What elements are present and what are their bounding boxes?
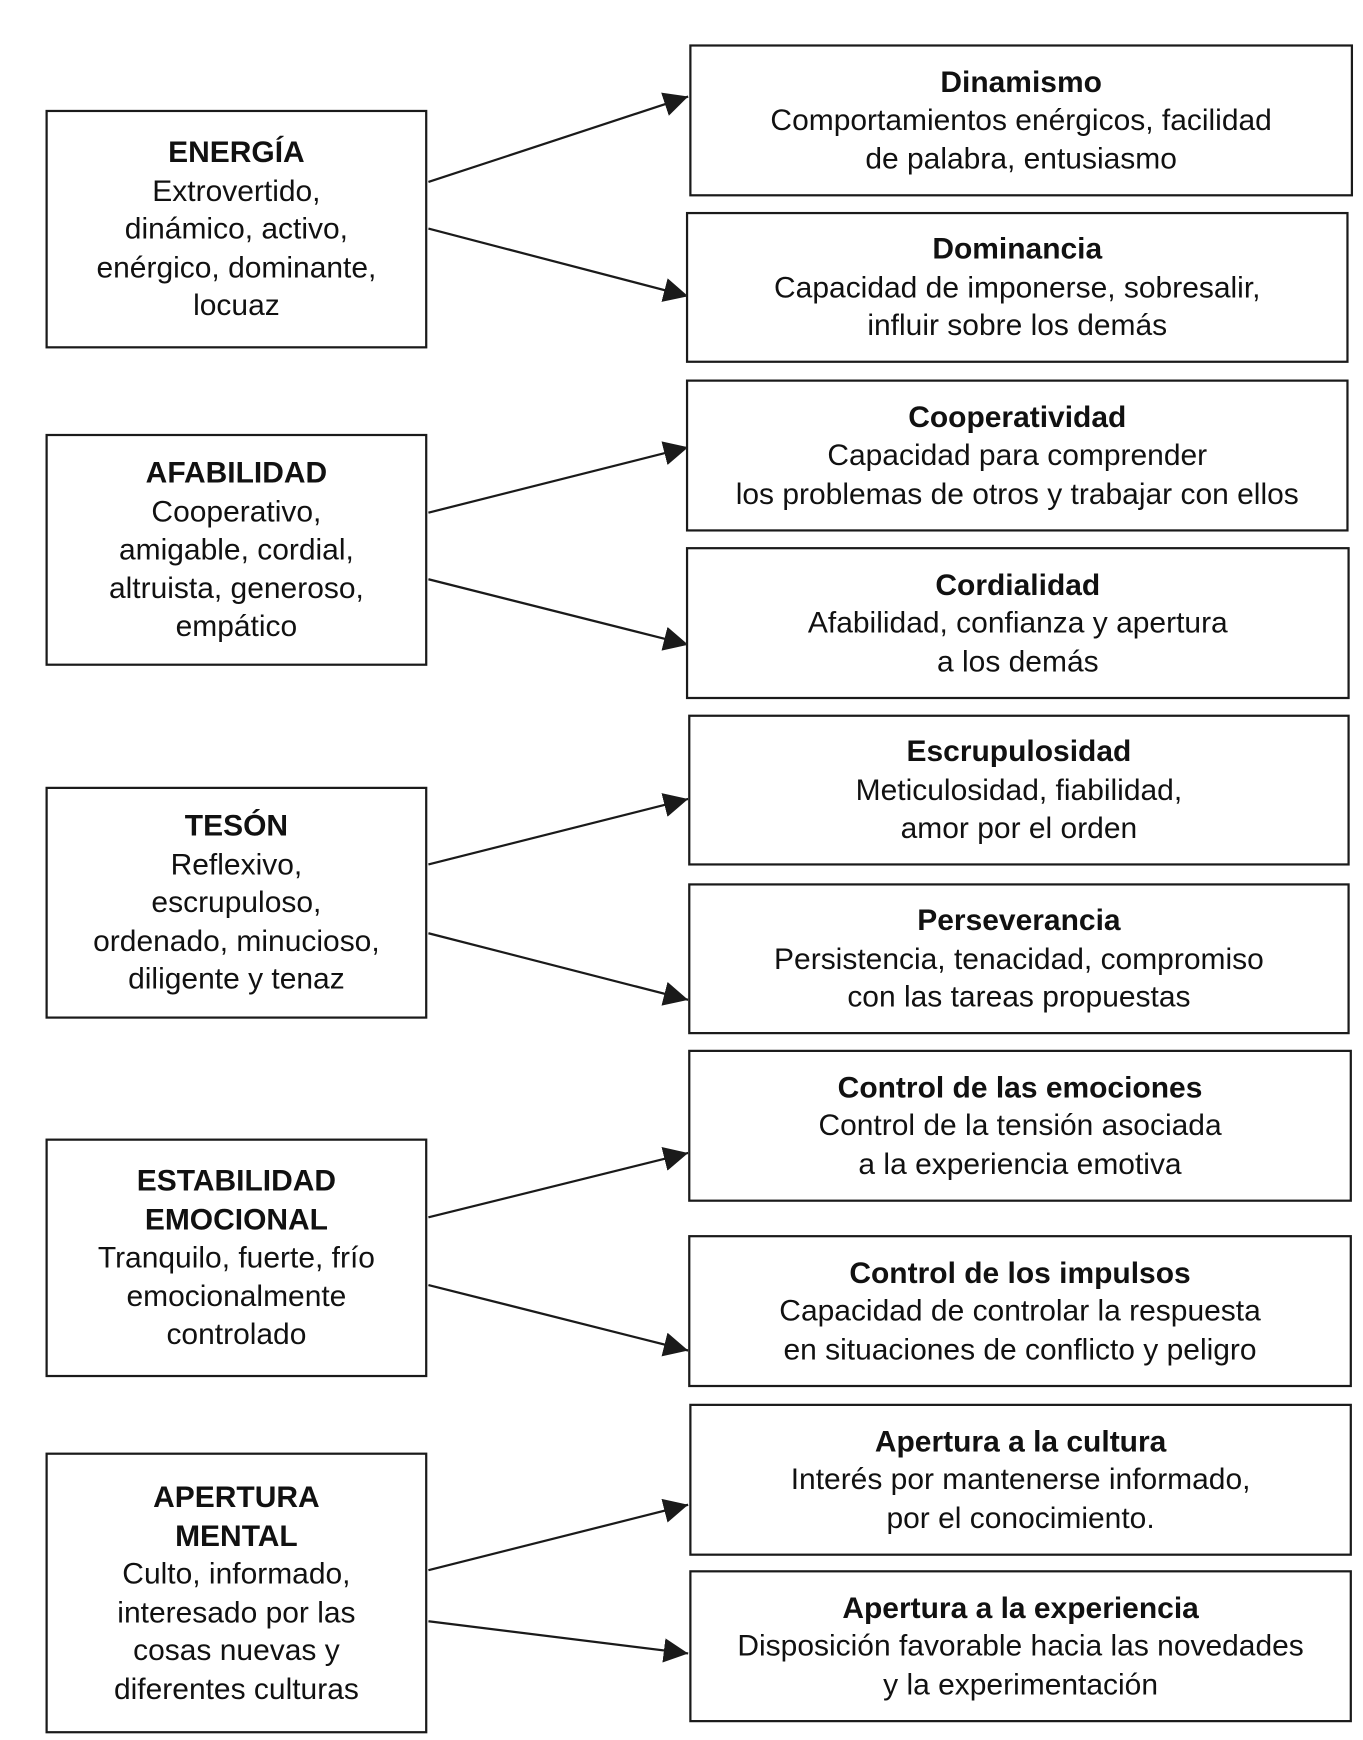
trait-box-teson: TESÓN Reflexivo, escrupuloso, ordenado, …: [45, 786, 428, 1019]
subtrait-title: Perseverancia: [917, 903, 1121, 937]
arrow-teson-escrupulosidad: [428, 793, 689, 866]
trait-description: Reflexivo, escrupuloso, ordenado, minuci…: [93, 847, 380, 996]
trait-box-apertura-mental: APERTURA MENTAL Culto, informado, intere…: [45, 1452, 428, 1734]
arrow-apertura-cultura: [428, 1498, 689, 1572]
subtrait-title: Control de los impulsos: [849, 1255, 1191, 1290]
subtrait-description: Interés por mantenerse informado, por el…: [790, 1462, 1251, 1535]
trait-title: ENERGÍA: [168, 135, 305, 169]
subtrait-box-control-impulsos: Control de los impulsos Capacidad de con…: [688, 1235, 1352, 1388]
trait-title: ESTABILIDAD EMOCIONAL: [136, 1164, 337, 1236]
subtrait-description: Comportamientos enérgicos, facilidad de …: [770, 103, 1272, 176]
subtrait-box-perseverancia: Perseverancia Persistencia, tenacidad, c…: [688, 883, 1350, 1035]
subtrait-title: Apertura a la cultura: [874, 1424, 1167, 1458]
subtrait-box-apertura-cultura: Apertura a la cultura Interés por manten…: [689, 1403, 1352, 1556]
subtrait-title: Dinamismo: [940, 65, 1102, 99]
subtrait-title: Apertura a la experiencia: [842, 1591, 1199, 1625]
arrow-estabilidad-impulsos: [428, 1283, 689, 1357]
trait-description: Tranquilo, fuerte, frío emocionalmente c…: [97, 1240, 375, 1351]
subtrait-description: Control de la tensión asociada a la expe…: [818, 1108, 1222, 1181]
subtrait-box-cordialidad: Cordialidad Afabilidad, confianza y aper…: [685, 547, 1350, 700]
subtrait-box-cooperatividad: Cooperatividad Capacidad para comprender…: [685, 379, 1349, 532]
subtrait-description: Capacidad para comprender los problemas …: [735, 438, 1299, 511]
subtrait-box-apertura-experiencia: Apertura a la experiencia Disposición fa…: [689, 1570, 1352, 1723]
trait-description: Cooperativo, amigable, cordial, altruist…: [108, 494, 364, 643]
arrow-afabilidad-cooperatividad: [428, 441, 689, 514]
subtrait-description: Afabilidad, confianza y apertura a los d…: [807, 606, 1228, 678]
subtrait-box-dinamismo: Dinamismo Comportamientos enérgicos, fac…: [689, 44, 1354, 197]
trait-description: Culto, informado, interesado por las cos…: [113, 1556, 359, 1706]
subtrait-title: Control de las emociones: [837, 1070, 1203, 1104]
subtrait-description: Persistencia, tenacidad, compromiso con …: [774, 941, 1264, 1014]
subtrait-title: Dominancia: [932, 232, 1103, 266]
subtrait-title: Escrupulosidad: [906, 734, 1132, 769]
arrow-apertura-experiencia: [428, 1620, 689, 1663]
subtrait-description: Disposición favorable hacia las novedade…: [737, 1629, 1304, 1701]
trait-title: AFABILIDAD: [145, 456, 328, 490]
subtrait-box-escrupulosidad: Escrupulosidad Meticulosidad, fiabilidad…: [688, 714, 1350, 866]
arrow-afabilidad-cordialidad: [428, 578, 689, 651]
trait-title: TESÓN: [184, 809, 289, 843]
subtrait-title: Cooperatividad: [908, 400, 1127, 434]
subtrait-description: Capacidad de controlar la respuesta en s…: [779, 1294, 1261, 1366]
subtrait-title: Cordialidad: [935, 567, 1101, 602]
trait-box-afabilidad: AFABILIDAD Cooperativo, amigable, cordia…: [45, 433, 428, 666]
subtrait-box-control-emociones: Control de las emociones Control de la t…: [688, 1049, 1352, 1202]
arrow-teson-perseverancia: [428, 932, 689, 1006]
arrow-energia-dinamismo: [428, 92, 689, 184]
subtrait-description: Meticulosidad, fiabilidad, amor por el o…: [855, 773, 1183, 845]
subtrait-description: Capacidad de imponerse, sobresalir, infl…: [774, 270, 1261, 343]
trait-box-energia: ENERGÍA Extrovertido, dinámico, activo, …: [45, 109, 428, 349]
trait-box-estabilidad-emocional: ESTABILIDAD EMOCIONAL Tranquilo, fuerte,…: [45, 1138, 428, 1378]
subtrait-box-dominancia: Dominancia Capacidad de imponerse, sobre…: [685, 211, 1349, 363]
arrow-estabilidad-emociones: [428, 1146, 689, 1219]
arrow-energia-dominancia: [428, 227, 689, 302]
trait-description: Extrovertido, dinámico, activo, enérgico…: [96, 173, 377, 323]
trait-title: APERTURA MENTAL: [153, 1480, 320, 1552]
